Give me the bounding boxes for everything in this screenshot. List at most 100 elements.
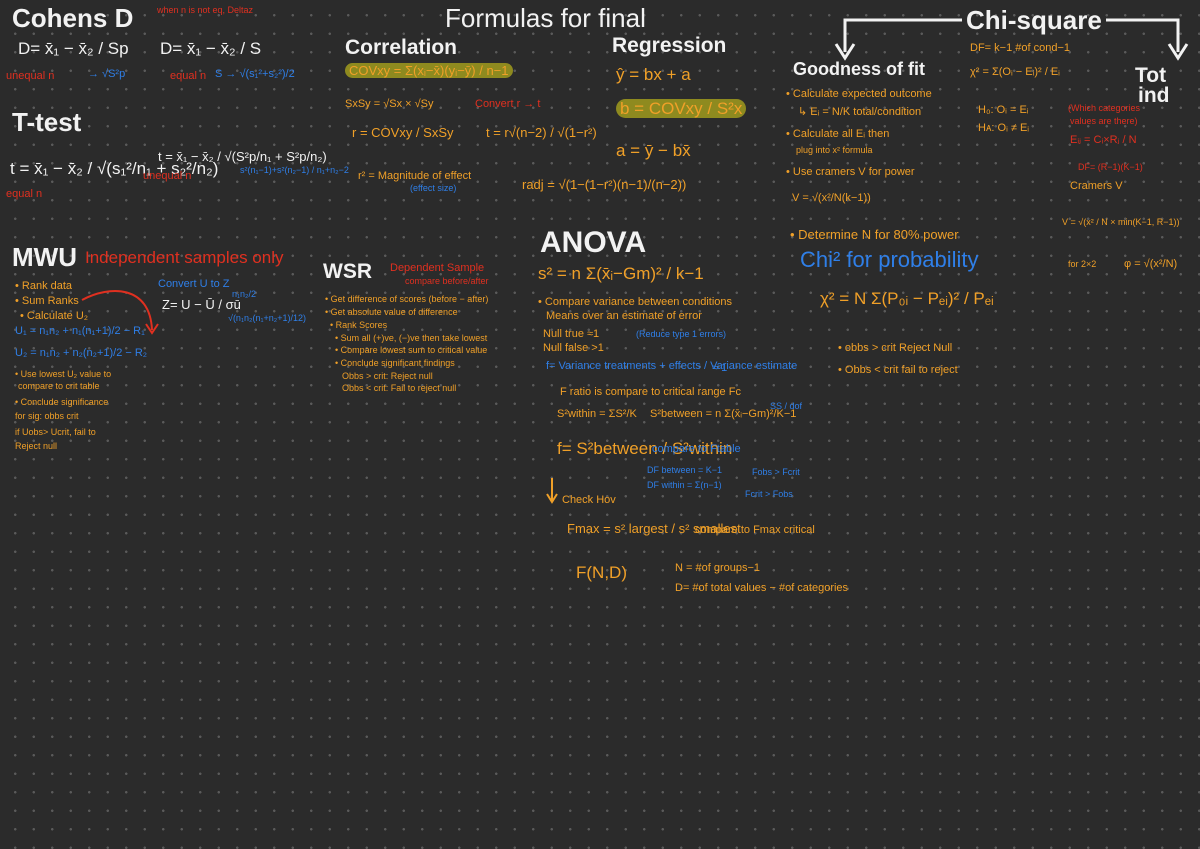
correlation-r2: r² = Magnitude of effect — [358, 170, 472, 182]
chisq-ei: ↳ Eᵢ = N/K total/condition — [798, 106, 922, 118]
wsr-step-1: • Get difference of scores (before − aft… — [325, 294, 489, 304]
chisq-df: DF= k−1 #of cond−1 — [970, 42, 1070, 54]
wsr-step-8: Obbs < crit: Fail to reject null — [342, 383, 457, 393]
anova-df-between: DF between = K−1 — [647, 465, 723, 475]
mwu-compare-1: • Use lowest U₂ value to — [15, 369, 112, 379]
chisq-v1: V = √(x²/N(k−1)) — [792, 192, 871, 204]
correlation-r: r = COVxy / SxSy — [352, 125, 454, 140]
anova-s2: s² = n Σ(x̄ᵢ−Gm)² / k−1 — [538, 264, 704, 283]
ttest-formula-2-label: unequal n — [143, 170, 192, 182]
anova-sb-note: SS / dof — [770, 401, 803, 411]
chi-right-arrow — [1106, 18, 1180, 52]
mwu-subtitle: Independent samples only — [85, 248, 284, 267]
regression-yhat: ŷ = bx + a — [616, 65, 691, 84]
chisq-reject: • obbs > crit Reject Null — [838, 342, 953, 354]
cohens-formula-1: D= x̄₁ − x̄₂ / Sp — [18, 39, 129, 58]
chisq-heading: Chi-square — [966, 5, 1102, 35]
cohens-heading: Cohens D — [12, 3, 134, 33]
chisq-calc-exp: • Calculate expected outcome — [786, 88, 932, 100]
chisq-prob: Chi² for probability — [800, 247, 979, 272]
anova-compare-1: • Compare variance between conditions — [538, 296, 733, 308]
anova-sw: S²within = ΣS²/K — [557, 408, 637, 420]
anova-f1-eq: ≈ 1 — [712, 362, 728, 374]
mwu-z: Z= U − Ū / σū — [162, 297, 241, 312]
anova-df-within: DF within = Σ(n−1) — [647, 480, 722, 490]
wsr-subtitle-2: compare before/after — [405, 276, 489, 286]
anova-null-false: Null false >1 — [543, 342, 604, 354]
anova-ratio: F ratio is compare to critical range Fc — [560, 386, 741, 398]
mwu-compare-2: compare to crit table — [18, 381, 100, 391]
toi-red-1: (Which categories — [1068, 103, 1141, 113]
mwu-conclude-4: Reject null — [15, 441, 58, 451]
anova-check-arrowhead — [546, 493, 558, 504]
wsr-step-5: • Compare lowest sum to critical value — [335, 345, 488, 355]
wsr-step-2: • Get absolute value of difference — [325, 307, 458, 317]
wsr-subtitle-1: Dependent Sample — [390, 262, 485, 274]
anova-heading: ANOVA — [540, 226, 647, 259]
mwu-conclude-1: • Conclude significance — [15, 397, 109, 407]
correlation-t: t = r√(n−2) / √(1−r²) — [486, 125, 597, 140]
mwu-conclude-2: for sig: obbs crit — [15, 411, 79, 421]
toi-heading-2: ind — [1138, 84, 1170, 107]
mwu-u1: U₁ = n₁n₂ + n₁(n₁+1)/2 − R₁ — [15, 325, 145, 337]
chisq-cramer-step: • Use cramers V for power — [786, 166, 915, 178]
mwu-step-1: • Rank data — [15, 280, 73, 292]
wsr-step-4: • Sum all (+)ve, (−)ve then take lowest — [335, 333, 488, 343]
chi-left-arrowhead — [834, 43, 856, 61]
toi-phi-label: for 2×2 — [1068, 259, 1097, 269]
anova-null-true-note: (Reduce type 1 errors) — [636, 329, 727, 339]
correlation-convert: Convert r → t — [475, 98, 541, 110]
anova-null-true: Null true ≈1 — [543, 328, 600, 340]
anova-f2-note: compare to Ftable — [652, 443, 741, 455]
wsr-step-7: Obbs > crit: Reject null — [342, 371, 433, 381]
toi-v: V = √(x² / N × min(K−1, R−1)) — [1062, 217, 1180, 227]
mwu-z-mean: n₁n₂/2 — [232, 289, 257, 299]
correlation-heading: Correlation — [345, 36, 458, 59]
anova-fmax: Fmax = s² largest / s² smallest — [567, 521, 741, 536]
toi-df: DF= (R−1)(K−1) — [1078, 162, 1143, 172]
anova-fmax-note: compare to Fmax critical — [695, 524, 815, 536]
chisq-plug: plug into x² formula — [796, 145, 873, 155]
correlation-cov: COVxy = Σ(xᵢ−x̄)(yᵢ−ȳ) / n−1 — [345, 63, 513, 78]
toi-red-2: values are there) — [1070, 116, 1138, 126]
regression-b: b = COVxy / S²x — [616, 99, 747, 119]
wsr-step-6: • Conclude significant findings — [335, 358, 455, 368]
toi-phi: φ = √(x²/N) — [1124, 258, 1178, 270]
regression-a: a = ȳ − bx̄ — [616, 141, 691, 160]
cohens-formula-1-sub: → √S²p — [88, 68, 126, 80]
anova-fnd: F(N,D) — [576, 563, 627, 582]
chisq-ha: Hᴀ: Oᵢ ≠ Eᵢ — [978, 122, 1030, 134]
mwu-conclude-3: if Uobs> Ucrit, fail to — [15, 427, 96, 437]
anova-d-def: D= #of total values − #of categories — [675, 582, 849, 594]
regression-heading: Regression — [612, 34, 727, 57]
mwu-step-2: • Sum Ranks — [15, 295, 79, 307]
toi-heading-1: Tot — [1135, 64, 1167, 87]
correlation-r2-sub: (effect size) — [410, 183, 457, 193]
mwu-u2: U₂ = n₁n₂ + n₂(n₂+1)/2 − R₂ — [15, 347, 148, 359]
cohens-formula-2: D= x̄₁ − x̄₂ / S — [160, 39, 262, 58]
mwu-curve-arrowhead — [145, 323, 159, 335]
anova-sb: S²between = n Σ(x̄ᵢ−Gm)²/K−1 — [650, 408, 797, 420]
cohens-formula-2-label: equal n — [170, 70, 207, 82]
ttest-formula-1-label: equal n — [6, 188, 43, 200]
ttest-formula-1: t = x̄₁ − x̄₂ / √(s₁²/n₁ + s₂²/n₂) — [10, 159, 219, 178]
chisq-x2n: χ² = N Σ(P₀ᵢ − Pₑᵢ)² / Pₑᵢ — [820, 289, 994, 308]
ttest-formula-2: t = x̄₁ − x̄₂ / √(S²p/n₁ + S²p/n₂) — [158, 149, 327, 164]
cohens-note: when n is not eq, Deltaz — [157, 5, 254, 15]
chisq-x2: χ² = Σ(Oᵢ − Eᵢ)² / Eᵢ — [970, 66, 1060, 78]
anova-fobs: Fobs > Fcrit — [752, 467, 800, 477]
anova-n-def: N = #of groups−1 — [675, 562, 761, 574]
chisq-fail: • Obbs < crit fail to reject — [838, 364, 958, 376]
anova-f2: f= S²between / S²within — [557, 439, 733, 458]
page-title: Formulas for final — [445, 3, 646, 33]
anova-fcrit: Fcrit > Fobs — [745, 489, 793, 499]
ttest-pooled: s²(n₁−1)+s²(n₂−1) / n₁+n₂−2 — [240, 165, 349, 175]
chi-left-arrow — [843, 18, 962, 52]
anova-f1: f= Variance treatments + effects / Varia… — [546, 360, 798, 372]
regression-radj: radj = √(1−(1−r²)(n−1)/(n−2)) — [522, 177, 687, 192]
ttest-heading: T-test — [12, 107, 82, 137]
anova-check: Check Hov — [562, 494, 616, 506]
toi-eij: Eᵢⱼ = Cᵢ×Rⱼ / N — [1070, 134, 1137, 146]
cohens-formula-1-label: unequal n — [6, 70, 55, 82]
toi-cramer: Cramers V — [1070, 180, 1123, 192]
